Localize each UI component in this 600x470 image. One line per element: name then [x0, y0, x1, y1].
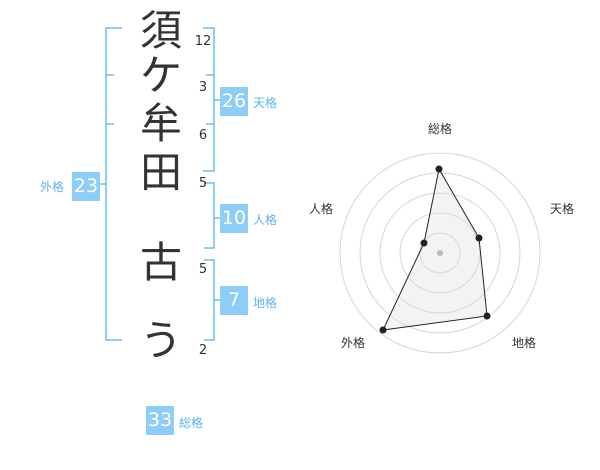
stroke-count-5: 5: [198, 262, 208, 277]
radar-ring-4: [359, 172, 521, 334]
radar-ring-1: [419, 232, 461, 274]
stroke-count-3: 6: [198, 128, 208, 143]
radar-ring-5: [339, 152, 541, 354]
stroke-count-6: 2: [198, 343, 208, 358]
stroke-count-1: 12: [194, 34, 212, 49]
name-char-2: ケ: [139, 51, 182, 100]
radar-label-chikaku: 地格: [511, 336, 536, 350]
gaikaku-value: 23: [72, 172, 100, 201]
radar-label-soukaku: 総格: [427, 122, 452, 136]
chikaku-label: 地格: [253, 296, 278, 310]
radar-ring-2: [399, 212, 481, 294]
name-char-4: 田: [139, 148, 182, 197]
radar-label-tenkaku: 天格: [549, 202, 574, 216]
chikaku-value: 7: [220, 286, 248, 315]
name-char-3: 牟: [139, 99, 182, 148]
radar-point-gaikaku: [379, 326, 387, 334]
chikaku-bracket: [204, 259, 220, 341]
soukaku-value: 33: [146, 406, 174, 435]
radar-point-chikaku: [483, 312, 491, 320]
radar-center-dot: [437, 250, 443, 256]
radar-point-jinkaku: [420, 239, 428, 247]
stroke-count-2: 3: [198, 80, 208, 95]
radar-polygon: [382, 167, 488, 331]
tenkaku-value: 26: [220, 87, 248, 116]
jinkaku-value: 10: [220, 204, 248, 233]
radar-ring-3: [379, 192, 501, 314]
name-char-1: 須: [139, 6, 182, 55]
soukaku-label: 総格: [179, 416, 204, 430]
tenkaku-bracket: [203, 27, 220, 172]
name-char-6: う: [139, 316, 182, 365]
tenkaku-label: 天格: [253, 96, 278, 110]
name-char-5: 古: [139, 238, 182, 287]
radar-label-gaikaku: 外格: [340, 336, 365, 350]
radar-point-soukaku: [435, 165, 443, 173]
radar-point-tenkaku: [475, 234, 483, 242]
gaikaku-label: 外格: [40, 180, 65, 194]
jinkaku-label: 人格: [253, 213, 278, 227]
stroke-count-4: 5: [198, 176, 208, 191]
gaikaku-bracket: [100, 27, 122, 341]
jinkaku-bracket: [204, 182, 220, 249]
radar-label-jinkaku: 人格: [308, 202, 333, 216]
